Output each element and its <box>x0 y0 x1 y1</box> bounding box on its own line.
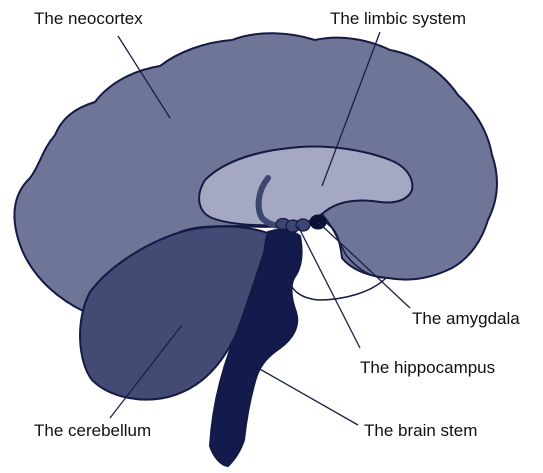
neocortex-label: The neocortex <box>34 9 143 28</box>
cerebellum-label: The cerebellum <box>34 421 151 440</box>
hippocampus-label: The hippocampus <box>360 358 495 377</box>
brain-stem-leader <box>258 368 358 425</box>
brain-stem-label: The brain stem <box>364 421 477 440</box>
amygdala-label: The amygdala <box>412 309 520 328</box>
limbic-system-label: The limbic system <box>330 9 466 28</box>
